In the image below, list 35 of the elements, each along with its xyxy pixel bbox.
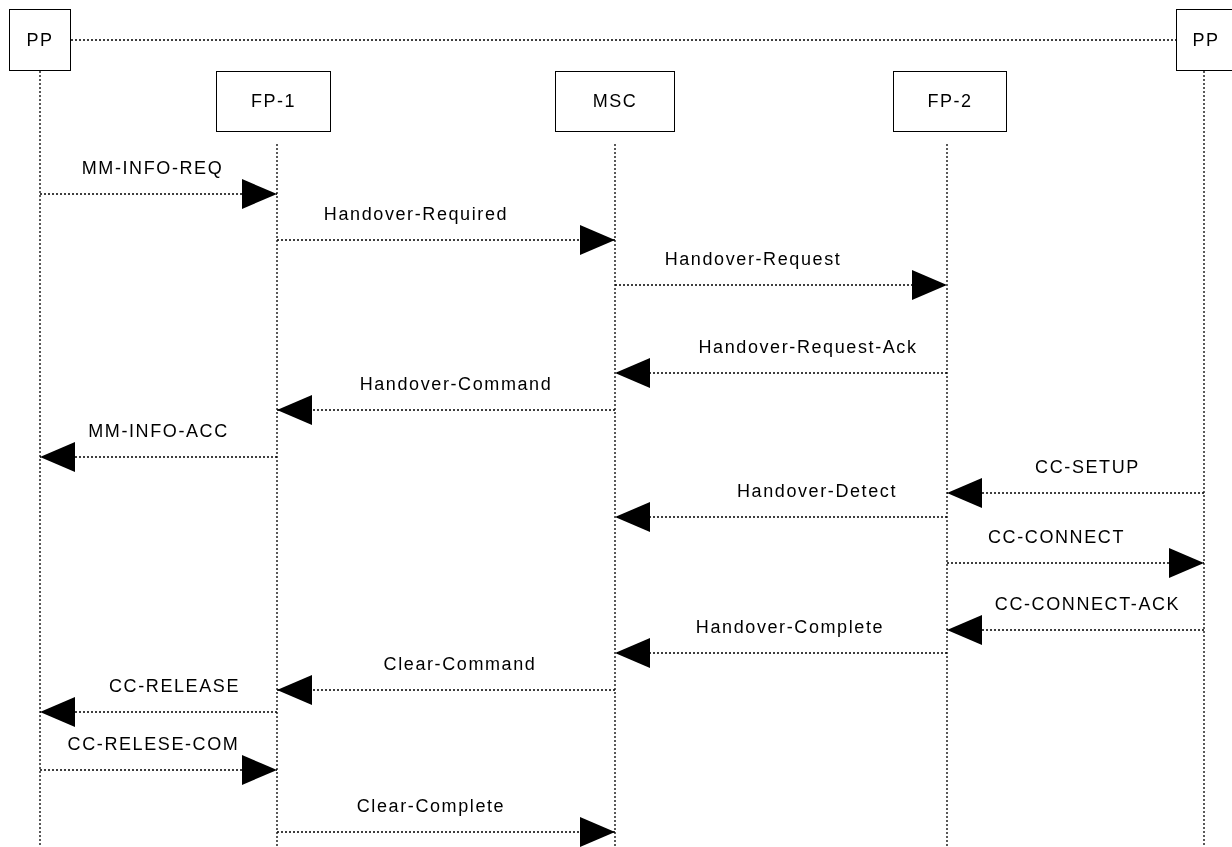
message-arrow [39,697,278,727]
message-arrow [276,817,616,847]
message-label: Handover-Complete [695,617,885,637]
message-arrow [614,502,948,532]
message-arrow [276,395,616,425]
message-arrow [614,638,948,668]
message-label: MM-INFO-ACC [88,421,229,441]
message-label: Clear-Complete [356,796,506,816]
message-label: Handover-Required [323,204,509,224]
message-label: Handover-Request-Ack [698,337,918,357]
message-arrow [276,225,616,255]
participant-box: PP [1176,9,1232,71]
message-label: CC-RELESE-COM [67,734,240,754]
message-label: CC-CONNECT [988,527,1125,547]
message-arrow [614,358,948,388]
message-arrow [946,615,1205,645]
message-label: CC-SETUP [1035,457,1140,477]
message-arrow [39,755,278,785]
message-label: Handover-Request [664,249,842,269]
message-arrow [946,478,1205,508]
message-label: CC-CONNECT-ACK [994,594,1181,614]
message-label: MM-INFO-REQ [81,158,224,178]
message-label: Handover-Detect [736,481,898,501]
participant-box: FP-1 [216,71,331,132]
message-label: CC-RELEASE [109,676,240,696]
message-arrow [39,442,278,472]
message-arrow [39,179,278,209]
message-arrow [946,548,1205,578]
participant-box: FP-2 [893,71,1007,132]
message-arrow [276,675,616,705]
participant-box: MSC [555,71,675,132]
message-arrow [614,270,948,300]
participant-box: PP [9,9,71,71]
message-label: Clear-Command [383,654,537,674]
message-label: Handover-Command [359,374,553,394]
